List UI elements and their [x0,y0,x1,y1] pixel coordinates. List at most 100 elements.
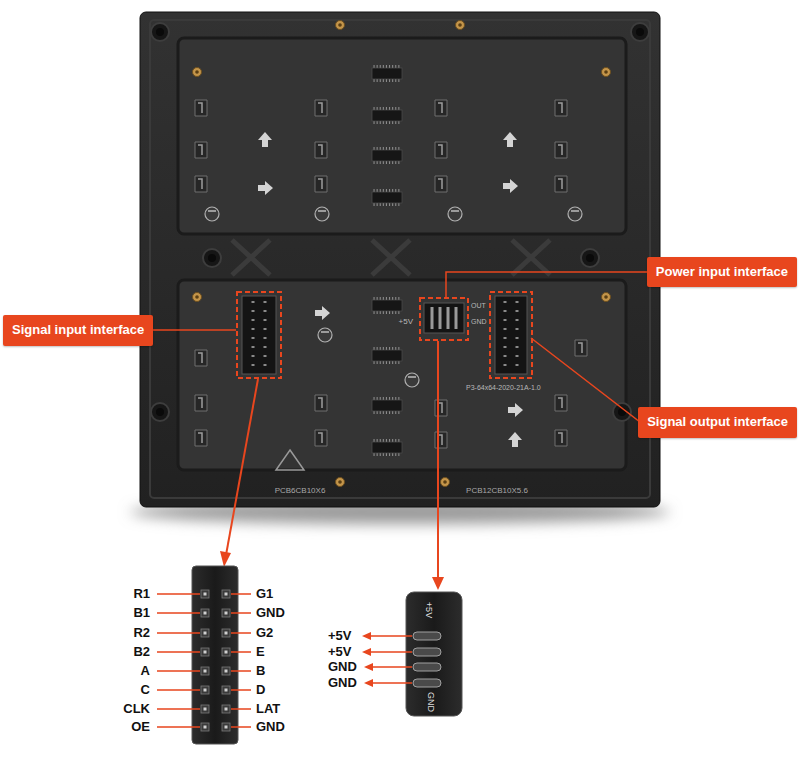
header-pin [222,609,230,617]
highlight-box [420,298,468,340]
header-pin [201,686,209,694]
smd-part [555,176,567,192]
smd-part [195,100,207,116]
pin-label: B2 [133,645,150,659]
power-pins [432,307,456,329]
capacitor [448,207,462,221]
pcb-top [178,38,626,234]
pin-label: GND [328,660,357,674]
driver-chip [372,66,402,80]
mount-hole [151,23,169,41]
direction-arrow [508,403,523,417]
logo-mark [276,450,304,470]
direction-arrow [503,179,518,193]
pin-label: B1 [133,606,150,620]
arrow-head [432,577,444,590]
driver-chip [372,298,402,312]
pin-label: A [141,664,150,678]
power-pin [413,648,441,656]
header-zoom [192,566,238,744]
arrow-head [364,679,373,687]
driver-chip [372,348,402,362]
pin-label: LAT [256,702,280,716]
smd-part [195,395,207,411]
smd-part [315,395,327,411]
header-pin [222,723,230,731]
silkscreen-text: +5V [399,318,413,327]
header-pin [222,705,230,713]
callout-box: Power input interface [647,257,797,287]
highlight-box [490,292,532,378]
pcb-bottom [178,280,626,470]
callout-box: Signal output interface [638,407,797,438]
power-pin [413,663,441,671]
callout-text: Signal input interface [12,323,144,338]
frame-rim [150,20,650,498]
direction-arrow [315,306,330,320]
silkscreen-text: GND [471,318,487,326]
pin-leader [231,594,251,727]
smd-part [575,340,587,356]
pin-leader [157,594,200,727]
header-pin [201,723,209,731]
header-pin [222,648,230,656]
header-pin [201,590,209,598]
callout-box: Signal input interface [3,315,153,346]
silkscreen-text: P3-64x64-2020-21A-1.0 [466,384,541,392]
header-pin [201,648,209,656]
smd-part [555,100,567,116]
brass-insert [441,478,450,487]
brass-insert [602,293,611,302]
capacitor [315,207,329,221]
mount-hole [151,403,169,421]
highlight-box [237,292,281,378]
smd-part [315,142,327,158]
capacitor [318,328,332,342]
smd-part [435,176,447,192]
pin-label: +5V [328,629,352,643]
pin-label: GND [256,720,285,734]
smd-part [195,176,207,192]
pin-label: G1 [256,587,273,601]
header-pin [222,667,230,675]
mount-hole [203,249,221,267]
smd-part [555,142,567,158]
connector-marking: GND [425,692,435,712]
driver-chip [372,148,402,162]
panel-frame [140,12,660,507]
header-pins [516,301,519,372]
arrow-head [362,648,371,656]
direction-arrow [503,132,517,147]
silkscreen-text: PCB12CB10X5.6 [466,487,528,496]
power-pin [413,632,441,640]
smd-part [195,430,207,446]
arrow-head [364,663,373,671]
pin-label: +5V [328,645,352,659]
zoom-arrow [437,341,439,579]
smd-part [555,430,567,446]
smd-part [555,395,567,411]
brass-insert [602,68,611,77]
mount-hole [581,249,599,267]
pin-label: GND [328,676,357,690]
zoom-arrow [226,379,258,555]
pin-label: R1 [133,587,150,601]
power-pin [413,679,441,687]
smd-part [315,430,327,446]
arrow-head [220,551,231,567]
smd-part [435,142,447,158]
arrow-head [362,632,371,640]
silkscreen-text: OUT [471,302,486,310]
brass-insert [336,478,345,487]
pin-label: B [256,664,265,678]
direction-arrow [258,132,272,147]
brass-insert [193,293,202,302]
pin-label: D [256,683,265,697]
direction-arrow [258,181,273,195]
driver-chip [372,398,402,412]
frame-rib [232,240,550,275]
smd-part [435,100,447,116]
header-pins [504,301,507,372]
